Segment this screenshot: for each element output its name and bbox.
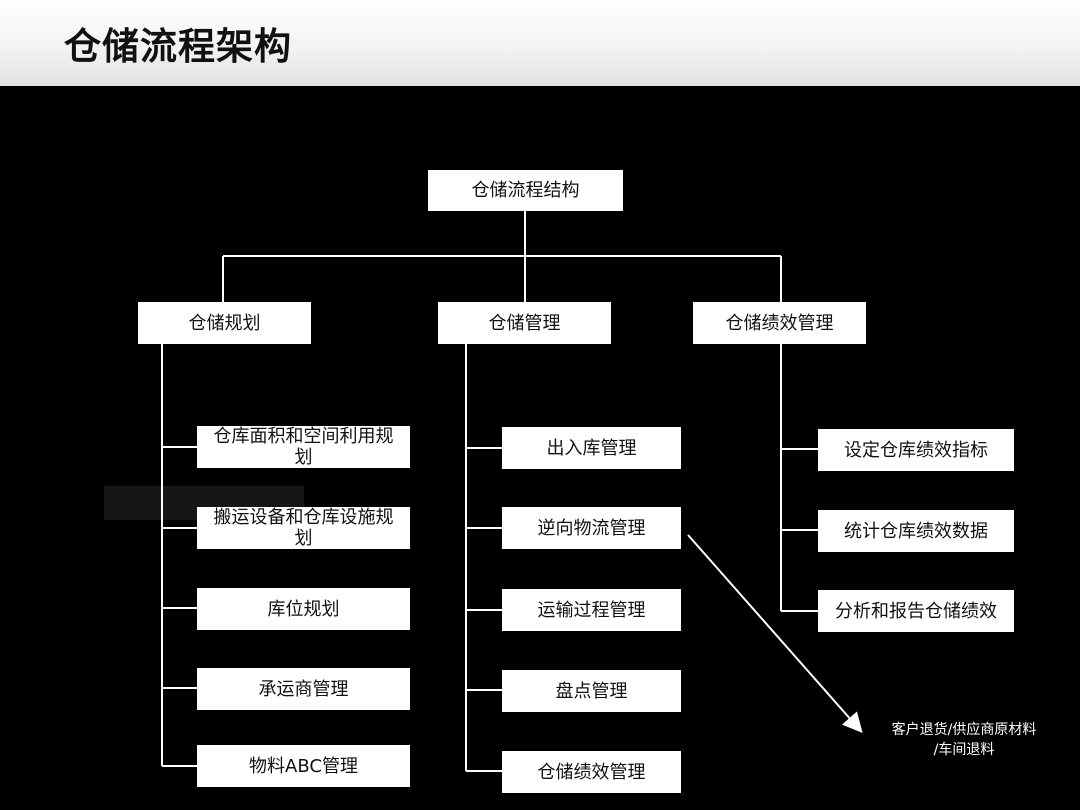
- page-title: 仓储流程架构: [64, 24, 292, 68]
- management-item-kpi: 仓储绩效管理: [502, 751, 681, 793]
- management-item-transport: 运输过程管理: [502, 589, 681, 631]
- planning-item-carrier: 承运商管理: [197, 668, 410, 710]
- performance-item-report: 分析和报告仓储绩效: [818, 590, 1014, 632]
- planning-item-abc: 物料ABC管理: [197, 745, 410, 787]
- annotation-text: 客户退货/供应商原材料 /车间退料: [876, 720, 1052, 760]
- performance-item-stats: 统计仓库绩效数据: [818, 510, 1014, 552]
- branch-node-performance: 仓储绩效管理: [693, 302, 866, 344]
- planning-item-space: 仓库面积和空间利用规划: [197, 426, 410, 468]
- performance-item-set: 设定仓库绩效指标: [818, 429, 1014, 471]
- branch-node-management: 仓储管理: [438, 302, 611, 344]
- root-node: 仓储流程结构: [428, 170, 623, 211]
- management-item-reverse: 逆向物流管理: [502, 507, 681, 549]
- management-item-stocktake: 盘点管理: [502, 670, 681, 712]
- planning-item-equipment: 搬运设备和仓库设施规划: [197, 507, 410, 549]
- title-bar: 仓储流程架构: [0, 0, 1080, 86]
- branch-node-planning: 仓储规划: [138, 302, 311, 344]
- annotation-line-1: 客户退货/供应商原材料: [891, 722, 1037, 738]
- management-item-inout: 出入库管理: [502, 427, 681, 469]
- planning-item-location: 库位规划: [197, 588, 410, 630]
- annotation-line-2: /车间退料: [933, 742, 995, 758]
